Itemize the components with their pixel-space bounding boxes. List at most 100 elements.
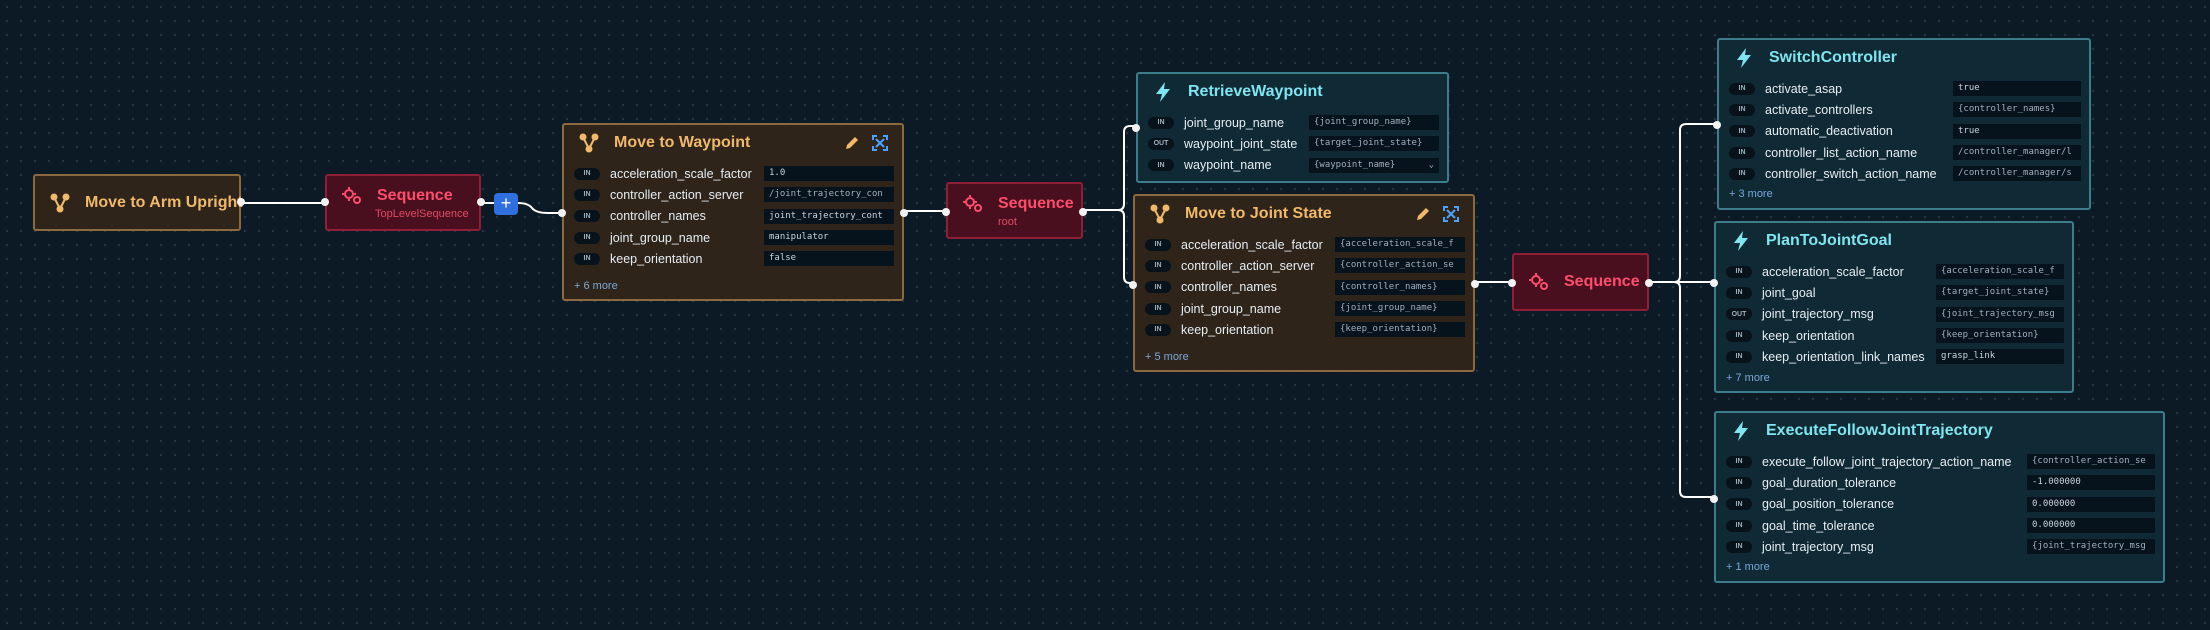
port-name: joint_goal bbox=[1762, 285, 1816, 300]
port-value-field[interactable]: joint_trajectory_cont bbox=[764, 208, 894, 224]
input-handle[interactable] bbox=[321, 198, 329, 206]
output-handle[interactable] bbox=[1471, 280, 1479, 288]
port-value-field[interactable]: {acceleration_scale_f bbox=[1335, 237, 1465, 253]
port-value-field[interactable]: {joint_trajectory_msg bbox=[2027, 539, 2155, 555]
output-handle[interactable] bbox=[1645, 279, 1653, 287]
port-value-field[interactable]: {target_joint_state} bbox=[1936, 285, 2064, 301]
port-value-field[interactable]: {acceleration_scale_f bbox=[1936, 264, 2064, 280]
port-value-field[interactable]: true bbox=[1953, 123, 2081, 139]
more-ports-link[interactable]: + 3 more bbox=[1729, 188, 1773, 200]
lightning-icon bbox=[1734, 421, 1748, 441]
port-value-field[interactable]: {controller_action_se bbox=[1335, 258, 1465, 274]
port-direction-in: IN bbox=[1726, 329, 1752, 342]
port-value-field[interactable]: {controller_action_se bbox=[2027, 454, 2155, 470]
input-handle[interactable] bbox=[1713, 121, 1721, 129]
more-ports-link[interactable]: + 5 more bbox=[1145, 351, 1189, 363]
pencil-icon[interactable] bbox=[1415, 206, 1431, 222]
port-name: acceleration_scale_factor bbox=[1762, 264, 1904, 279]
lightning-icon bbox=[1734, 231, 1748, 251]
port-direction-in: IN bbox=[1729, 125, 1755, 138]
input-handle[interactable] bbox=[942, 208, 950, 216]
node-title: Move to Joint State bbox=[1185, 205, 1332, 222]
port-name: acceleration_scale_factor bbox=[610, 166, 752, 181]
port-value-field[interactable]: /controller_manager/s bbox=[1953, 166, 2081, 182]
input-handle[interactable] bbox=[1710, 495, 1718, 503]
branch-icon bbox=[1150, 204, 1170, 224]
node-move-to-waypoint[interactable]: Move to Waypoint IN acceleration_scale_fa… bbox=[558, 123, 908, 301]
output-handle[interactable] bbox=[900, 209, 908, 217]
node-sequence-top-level[interactable]: Sequence TopLevelSequence bbox=[321, 174, 485, 231]
node-subtitle: TopLevelSequence bbox=[375, 208, 469, 220]
port-value-field[interactable]: -1.000000 bbox=[2027, 475, 2155, 491]
port-row: IN activate_asap true bbox=[1729, 78, 2081, 99]
port-value-field[interactable]: /controller_manager/l bbox=[1953, 145, 2081, 161]
port-name: keep_orientation bbox=[610, 251, 703, 266]
port-value-field[interactable]: manipulator bbox=[764, 230, 894, 246]
node-sequence-root[interactable]: Sequence root bbox=[942, 182, 1087, 239]
pencil-icon[interactable] bbox=[844, 135, 860, 151]
port-direction-in: IN bbox=[1726, 350, 1752, 363]
input-handle[interactable] bbox=[1129, 281, 1137, 289]
port-name: keep_orientation bbox=[1762, 328, 1855, 343]
output-handle[interactable] bbox=[1079, 208, 1087, 216]
input-handle[interactable] bbox=[1132, 124, 1140, 132]
more-ports-link[interactable]: + 7 more bbox=[1726, 372, 1770, 384]
port-name: goal_position_tolerance bbox=[1762, 497, 1895, 512]
node-sequence[interactable]: Sequence bbox=[1508, 253, 1653, 311]
port-value-field[interactable]: {joint_trajectory_msg bbox=[1936, 306, 2064, 322]
node-title: Move to Waypoint bbox=[614, 134, 751, 151]
output-handle[interactable] bbox=[237, 198, 245, 206]
port-value-field[interactable]: 0.000000 bbox=[2027, 518, 2155, 534]
port-name: controller_names bbox=[610, 209, 706, 224]
input-handle[interactable] bbox=[1710, 279, 1718, 287]
port-value-field[interactable]: 0.000000 bbox=[2027, 496, 2155, 512]
port-direction-in: IN bbox=[1729, 82, 1755, 95]
more-ports-link[interactable]: + 6 more bbox=[574, 280, 618, 292]
expand-icon[interactable] bbox=[1443, 206, 1459, 222]
add-node-button[interactable]: + bbox=[494, 193, 518, 215]
port-value-field[interactable]: true bbox=[1953, 81, 2081, 97]
port-value-field[interactable]: /joint_trajectory_con bbox=[764, 187, 894, 203]
port-direction-in: IN bbox=[574, 252, 600, 265]
port-value-field[interactable]: {joint_group_name} bbox=[1309, 115, 1439, 131]
port-row: IN goal_position_tolerance 0.000000 bbox=[1726, 494, 2155, 515]
port-value-field[interactable]: {controller_names} bbox=[1953, 102, 2081, 118]
port-direction-in: IN bbox=[1729, 103, 1755, 116]
input-handle[interactable] bbox=[1508, 279, 1516, 287]
port-value-select[interactable]: {waypoint_name}⌄ bbox=[1309, 157, 1439, 173]
port-direction-out: OUT bbox=[1726, 308, 1752, 321]
port-value-field[interactable]: {controller_names} bbox=[1335, 279, 1465, 295]
expand-icon[interactable] bbox=[872, 135, 888, 151]
port-value-field[interactable]: {keep_orientation} bbox=[1936, 328, 2064, 344]
port-value-field[interactable]: 1.0 bbox=[764, 166, 894, 182]
port-direction-in: IN bbox=[1726, 498, 1752, 511]
port-value-field[interactable]: false bbox=[764, 251, 894, 267]
node-move-to-arm-upright[interactable]: Move to Arm Upright bbox=[33, 174, 245, 231]
output-handle[interactable] bbox=[477, 198, 485, 206]
port-direction-in: IN bbox=[1726, 540, 1752, 553]
node-title: Move to Arm Upright bbox=[85, 193, 243, 211]
more-ports-link[interactable]: + 1 more bbox=[1726, 561, 1770, 573]
port-value-field[interactable]: {keep_orientation} bbox=[1335, 322, 1465, 338]
port-value-field[interactable]: grasp_link bbox=[1936, 349, 2064, 365]
port-value-text: {waypoint_name} bbox=[1314, 159, 1396, 170]
port-name: controller_names bbox=[1181, 280, 1277, 295]
input-handle[interactable] bbox=[558, 209, 566, 217]
port-value-field[interactable]: {target_joint_state} bbox=[1309, 136, 1439, 152]
port-value-field[interactable]: {joint_group_name} bbox=[1335, 301, 1465, 317]
port-name: activate_asap bbox=[1765, 81, 1843, 96]
